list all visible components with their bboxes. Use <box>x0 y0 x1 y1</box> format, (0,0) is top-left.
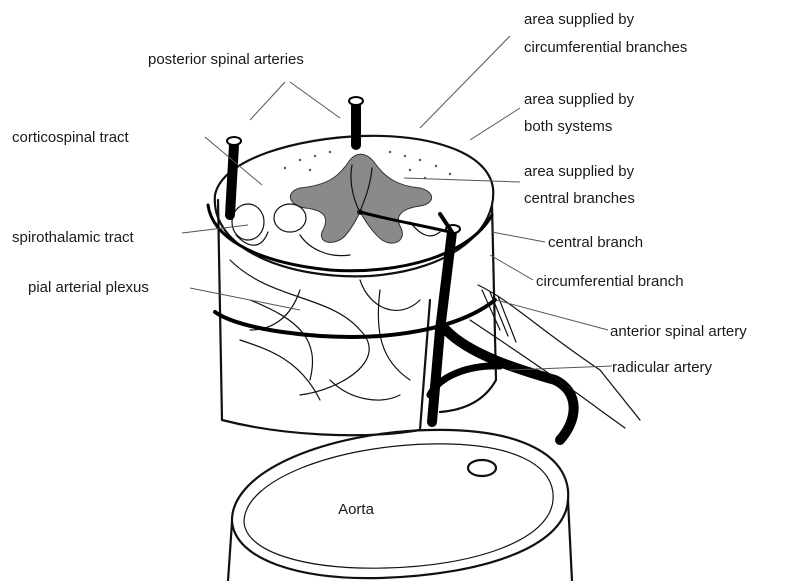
circumferential-area-label-line2: circumferential branches <box>524 39 687 56</box>
radicular-artery <box>430 285 640 440</box>
central-area-label-line1: area supplied by <box>524 163 635 180</box>
grey-matter <box>290 154 431 243</box>
circumferential-area-label-line1: area supplied by <box>524 11 635 28</box>
both-systems-label-line1: area supplied by <box>524 91 635 108</box>
central-area-label-line2: central branches <box>524 190 635 207</box>
both-systems-label-line2: both systems <box>524 118 612 135</box>
circumferential-branch-label: circumferential branch <box>536 273 684 290</box>
radicular-artery-label: radicular artery <box>612 359 713 376</box>
aorta-label: Aorta <box>338 501 375 518</box>
anterior-spinal-artery <box>360 212 460 422</box>
central-branch-label: central branch <box>548 234 643 251</box>
aorta: Aorta <box>228 430 572 581</box>
corticospinal-tract-outline <box>232 204 264 240</box>
spinothalamic-tract-label: spirothalamic tract <box>12 229 135 246</box>
anterior-spinal-artery-label: anterior spinal artery <box>610 323 747 340</box>
spinal-cord-segment <box>208 136 496 435</box>
spinothalamic-tract-outline <box>274 204 306 232</box>
posterior-spinal-arteries-label: posterior spinal arteries <box>148 51 304 68</box>
pial-arterial-plexus-label: pial arterial plexus <box>28 279 149 296</box>
corticospinal-tract-label: corticospinal tract <box>12 129 130 146</box>
